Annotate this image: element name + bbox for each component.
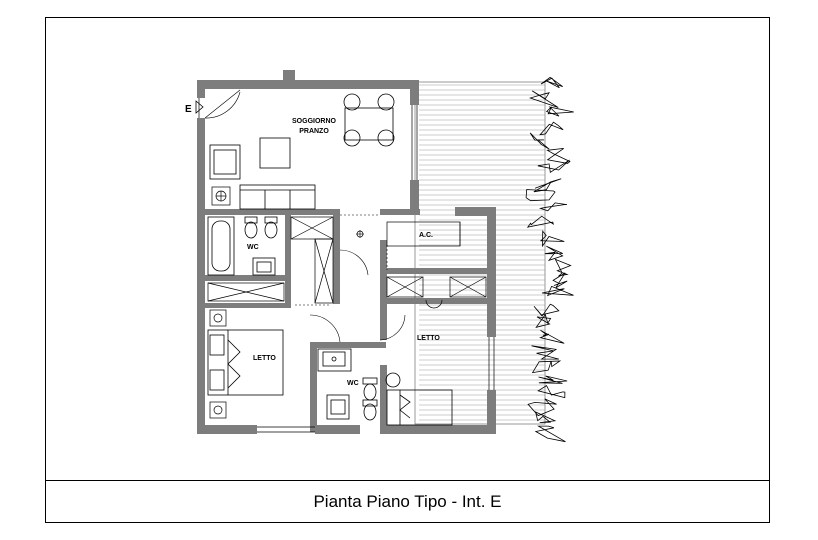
plant-leaf: [546, 148, 571, 164]
plant-leaf: [537, 385, 566, 399]
plant-leaf: [539, 230, 565, 248]
plant-leaf: [533, 303, 560, 317]
dining-table: [343, 93, 395, 147]
plant-leaf: [534, 425, 566, 443]
room-label-wc-2: WC: [347, 380, 359, 387]
plant-leaf: [545, 106, 574, 117]
sink-wc-2: [326, 394, 350, 420]
terrace-deck: [414, 81, 546, 425]
radiator-living: [211, 186, 231, 206]
plant-leaf: [526, 215, 554, 228]
plant-leaf: [535, 411, 557, 423]
plant-leaf: [554, 258, 572, 277]
planter-hedge: [525, 76, 574, 443]
plant-leaf: [538, 202, 568, 212]
coffee-table: [259, 137, 291, 169]
room-label-letto-2: LETTO: [417, 335, 440, 342]
toilet-wc-1: [244, 216, 278, 239]
plant-leaf: [533, 178, 562, 193]
bed-1: [207, 329, 284, 396]
room-label-letto-1: LETTO: [253, 355, 276, 362]
sofa: [239, 184, 316, 210]
entrance-marker: E: [185, 100, 204, 115]
title-divider: [45, 480, 770, 481]
doors: [204, 89, 406, 343]
room-label-ac: A.C.: [419, 232, 433, 239]
windows: [198, 98, 495, 433]
plant-leaf: [540, 76, 563, 89]
plant-leaf: [537, 159, 570, 173]
plant-leaf: [529, 132, 550, 150]
plant-leaf: [539, 121, 564, 136]
walls: [197, 70, 496, 434]
radiator-bed-1: [209, 309, 227, 419]
armchair: [209, 144, 241, 180]
drawing-caption: Pianta Piano Tipo - Int. E: [313, 492, 502, 511]
plant-leaf: [531, 345, 560, 360]
sink-wc-1: [252, 257, 276, 276]
drawing-frame: [45, 17, 770, 523]
plant-leaf: [538, 375, 568, 384]
plant-leaf: [544, 245, 564, 262]
toilet-wc-2: [362, 377, 378, 421]
bathtub: [207, 216, 235, 276]
plant-leaf: [535, 313, 552, 328]
shower-wc-2: [317, 348, 352, 372]
plant-leaf: [528, 90, 559, 108]
ac-closet: [386, 221, 487, 309]
plant-leaf: [539, 329, 565, 344]
plant-leaf: [531, 360, 562, 374]
plant-leaf: [541, 285, 574, 297]
plant-leaf: [527, 398, 557, 417]
room-label-pranzo: PRANZO: [299, 128, 329, 135]
bed-2: [385, 372, 453, 426]
entrance-label: E: [185, 104, 192, 115]
room-label-soggiorno: SOGGIORNO: [292, 118, 337, 125]
plant-leaf: [525, 189, 556, 202]
room-label-wc-1: WC: [247, 244, 259, 251]
wardrobe-hall: [207, 216, 334, 304]
